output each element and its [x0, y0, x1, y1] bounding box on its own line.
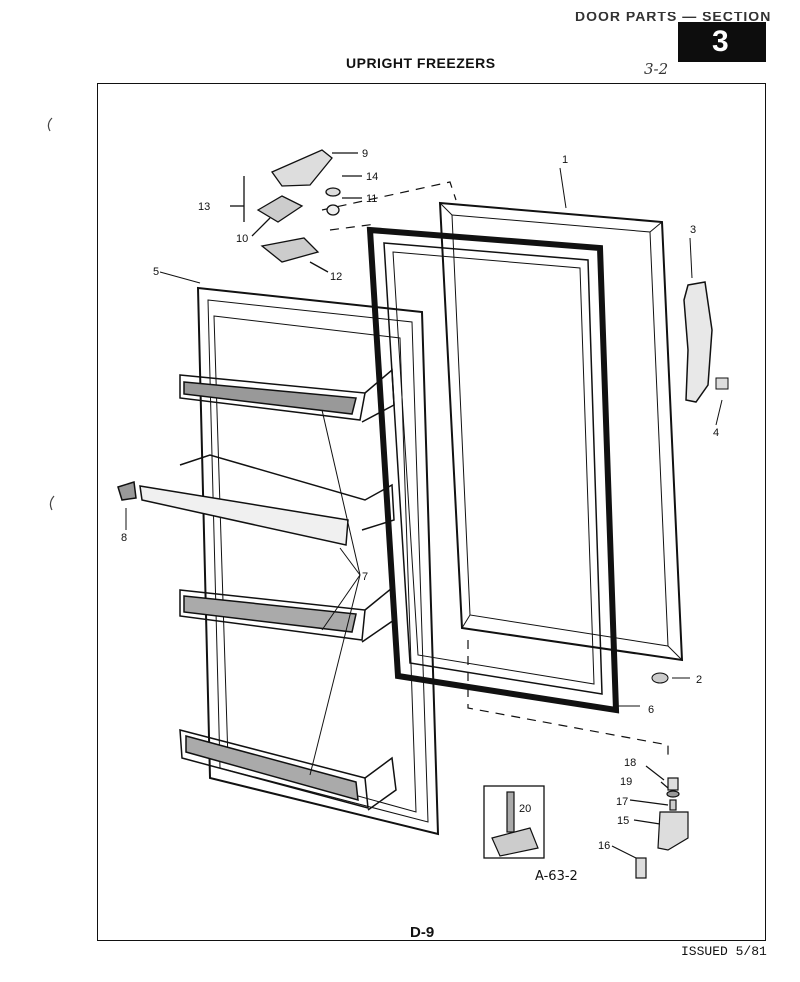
callout-label: 6 [648, 704, 654, 716]
door-shelf [179, 586, 395, 643]
section-badge [678, 22, 766, 62]
handwritten-note: 3-2 [644, 60, 669, 78]
callout-label: 7 [362, 571, 368, 583]
figure-reference: A-63-2 [535, 869, 578, 884]
callout-label: 9 [362, 148, 368, 160]
handle-cap [715, 377, 729, 390]
callout-label: 2 [696, 674, 702, 686]
section-number: 3 [712, 25, 729, 58]
callout-label: 8 [121, 532, 127, 544]
callout-label: 14 [366, 171, 378, 183]
shelf-bracket [179, 454, 395, 531]
page-number: D-9 [410, 924, 435, 941]
section-header-text: DOOR PARTS — SECTION [575, 12, 772, 22]
shelf-rail [117, 481, 349, 546]
callout-label: 13 [198, 201, 210, 213]
callout-label: 12 [330, 271, 342, 283]
callout-label: 20 [519, 803, 531, 815]
callout-label: 11 [366, 193, 377, 205]
door-shelf [179, 729, 397, 811]
callout-label: 15 [617, 815, 629, 827]
callout-leaders [125, 167, 723, 776]
margin-mark [49, 495, 55, 511]
leveler-foot [491, 791, 539, 857]
page-title: UPRIGHT FREEZERS [346, 55, 496, 71]
callout-label: 17 [616, 796, 628, 808]
callout-label: 5 [153, 266, 159, 278]
margin-mark [47, 117, 53, 132]
callout-label: 19 [620, 776, 632, 788]
door-shelf [179, 368, 395, 423]
door-outer-panel [438, 201, 684, 662]
leveler-box [483, 785, 545, 859]
door-gasket [366, 226, 620, 714]
diagram-frame [97, 83, 766, 941]
alignment-lines [321, 181, 669, 760]
callout-label: 3 [690, 224, 696, 236]
callout-label: 1 [562, 154, 568, 166]
callout-label: 10 [236, 233, 248, 245]
bottom-hinge [611, 765, 689, 879]
callout-label: 16 [598, 840, 610, 852]
top-hinge [230, 149, 362, 273]
issued-date: ISSUED 5/81 [681, 944, 767, 959]
door-handle [683, 281, 713, 403]
callout-label: 4 [713, 427, 719, 439]
door-stop [651, 672, 669, 684]
callout-label: 18 [624, 757, 636, 769]
